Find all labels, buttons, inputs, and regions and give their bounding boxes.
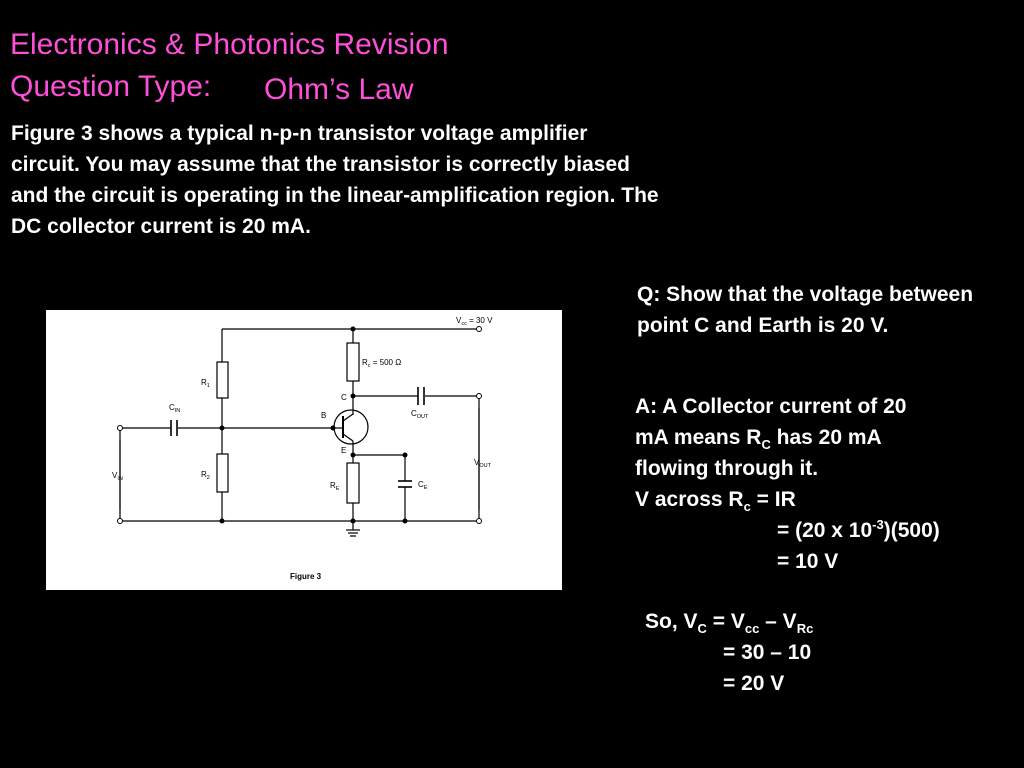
question-text: Q: Show that the voltage between point C… bbox=[637, 283, 974, 337]
vout-label: VOUT bbox=[474, 458, 492, 469]
cout-label: COUT bbox=[411, 409, 429, 420]
solution-line-1: So, VC = Vcc – VRc bbox=[645, 610, 814, 637]
solution-line-2: = 30 – 10 bbox=[723, 641, 812, 664]
vcc-label: Vcc = 30 V bbox=[456, 316, 493, 327]
circuit-diagram: Vcc = 30 V Rc = 500 Ω R1 R2 CIN COUT VIN… bbox=[112, 316, 493, 581]
vin-label: VIN bbox=[112, 471, 123, 482]
answer-line-6: = 10 V bbox=[777, 550, 839, 573]
question-type-label: Question Type: bbox=[10, 70, 212, 103]
ce-label: CE bbox=[418, 480, 428, 491]
answer-line-1: A: A Collector current of 20 bbox=[635, 395, 907, 418]
question-topic: Ohm’s Law bbox=[264, 73, 414, 106]
r1-label: R1 bbox=[201, 378, 210, 389]
answer-block: A: A Collector current of 20 mA means RC… bbox=[635, 391, 1020, 577]
r2-resistor bbox=[216, 453, 229, 493]
re-resistor bbox=[346, 462, 360, 504]
rc-label: Rc = 500 Ω bbox=[362, 358, 401, 369]
base-label: B bbox=[321, 411, 326, 420]
answer-line-2: mA means RC has 20 mA bbox=[635, 426, 882, 453]
solution-block: So, VC = Vcc – VRc = 30 – 10 = 20 V bbox=[645, 606, 1015, 699]
emitter-label: E bbox=[341, 446, 346, 455]
circuit-figure: Vcc = 30 V Rc = 500 Ω R1 R2 CIN COUT VIN… bbox=[46, 310, 562, 590]
answer-line-5: = (20 x 10-3)(500) bbox=[777, 517, 940, 542]
slide-title: Electronics & Photonics Revision bbox=[10, 28, 449, 61]
r2-label: R2 bbox=[201, 470, 210, 481]
figure-caption: Figure 3 bbox=[290, 572, 322, 581]
collector-label: C bbox=[341, 393, 347, 402]
solution-line-3: = 20 V bbox=[723, 672, 785, 695]
rc-resistor bbox=[346, 342, 360, 382]
answer-line-3: flowing through it. bbox=[635, 457, 819, 480]
answer-line-4: V across Rc = IR bbox=[635, 488, 796, 515]
cin-label: CIN bbox=[169, 403, 180, 414]
intro-paragraph: Figure 3 shows a typical n-p-n transisto… bbox=[11, 122, 659, 238]
r1-resistor bbox=[216, 361, 229, 399]
re-label: RE bbox=[330, 481, 340, 492]
